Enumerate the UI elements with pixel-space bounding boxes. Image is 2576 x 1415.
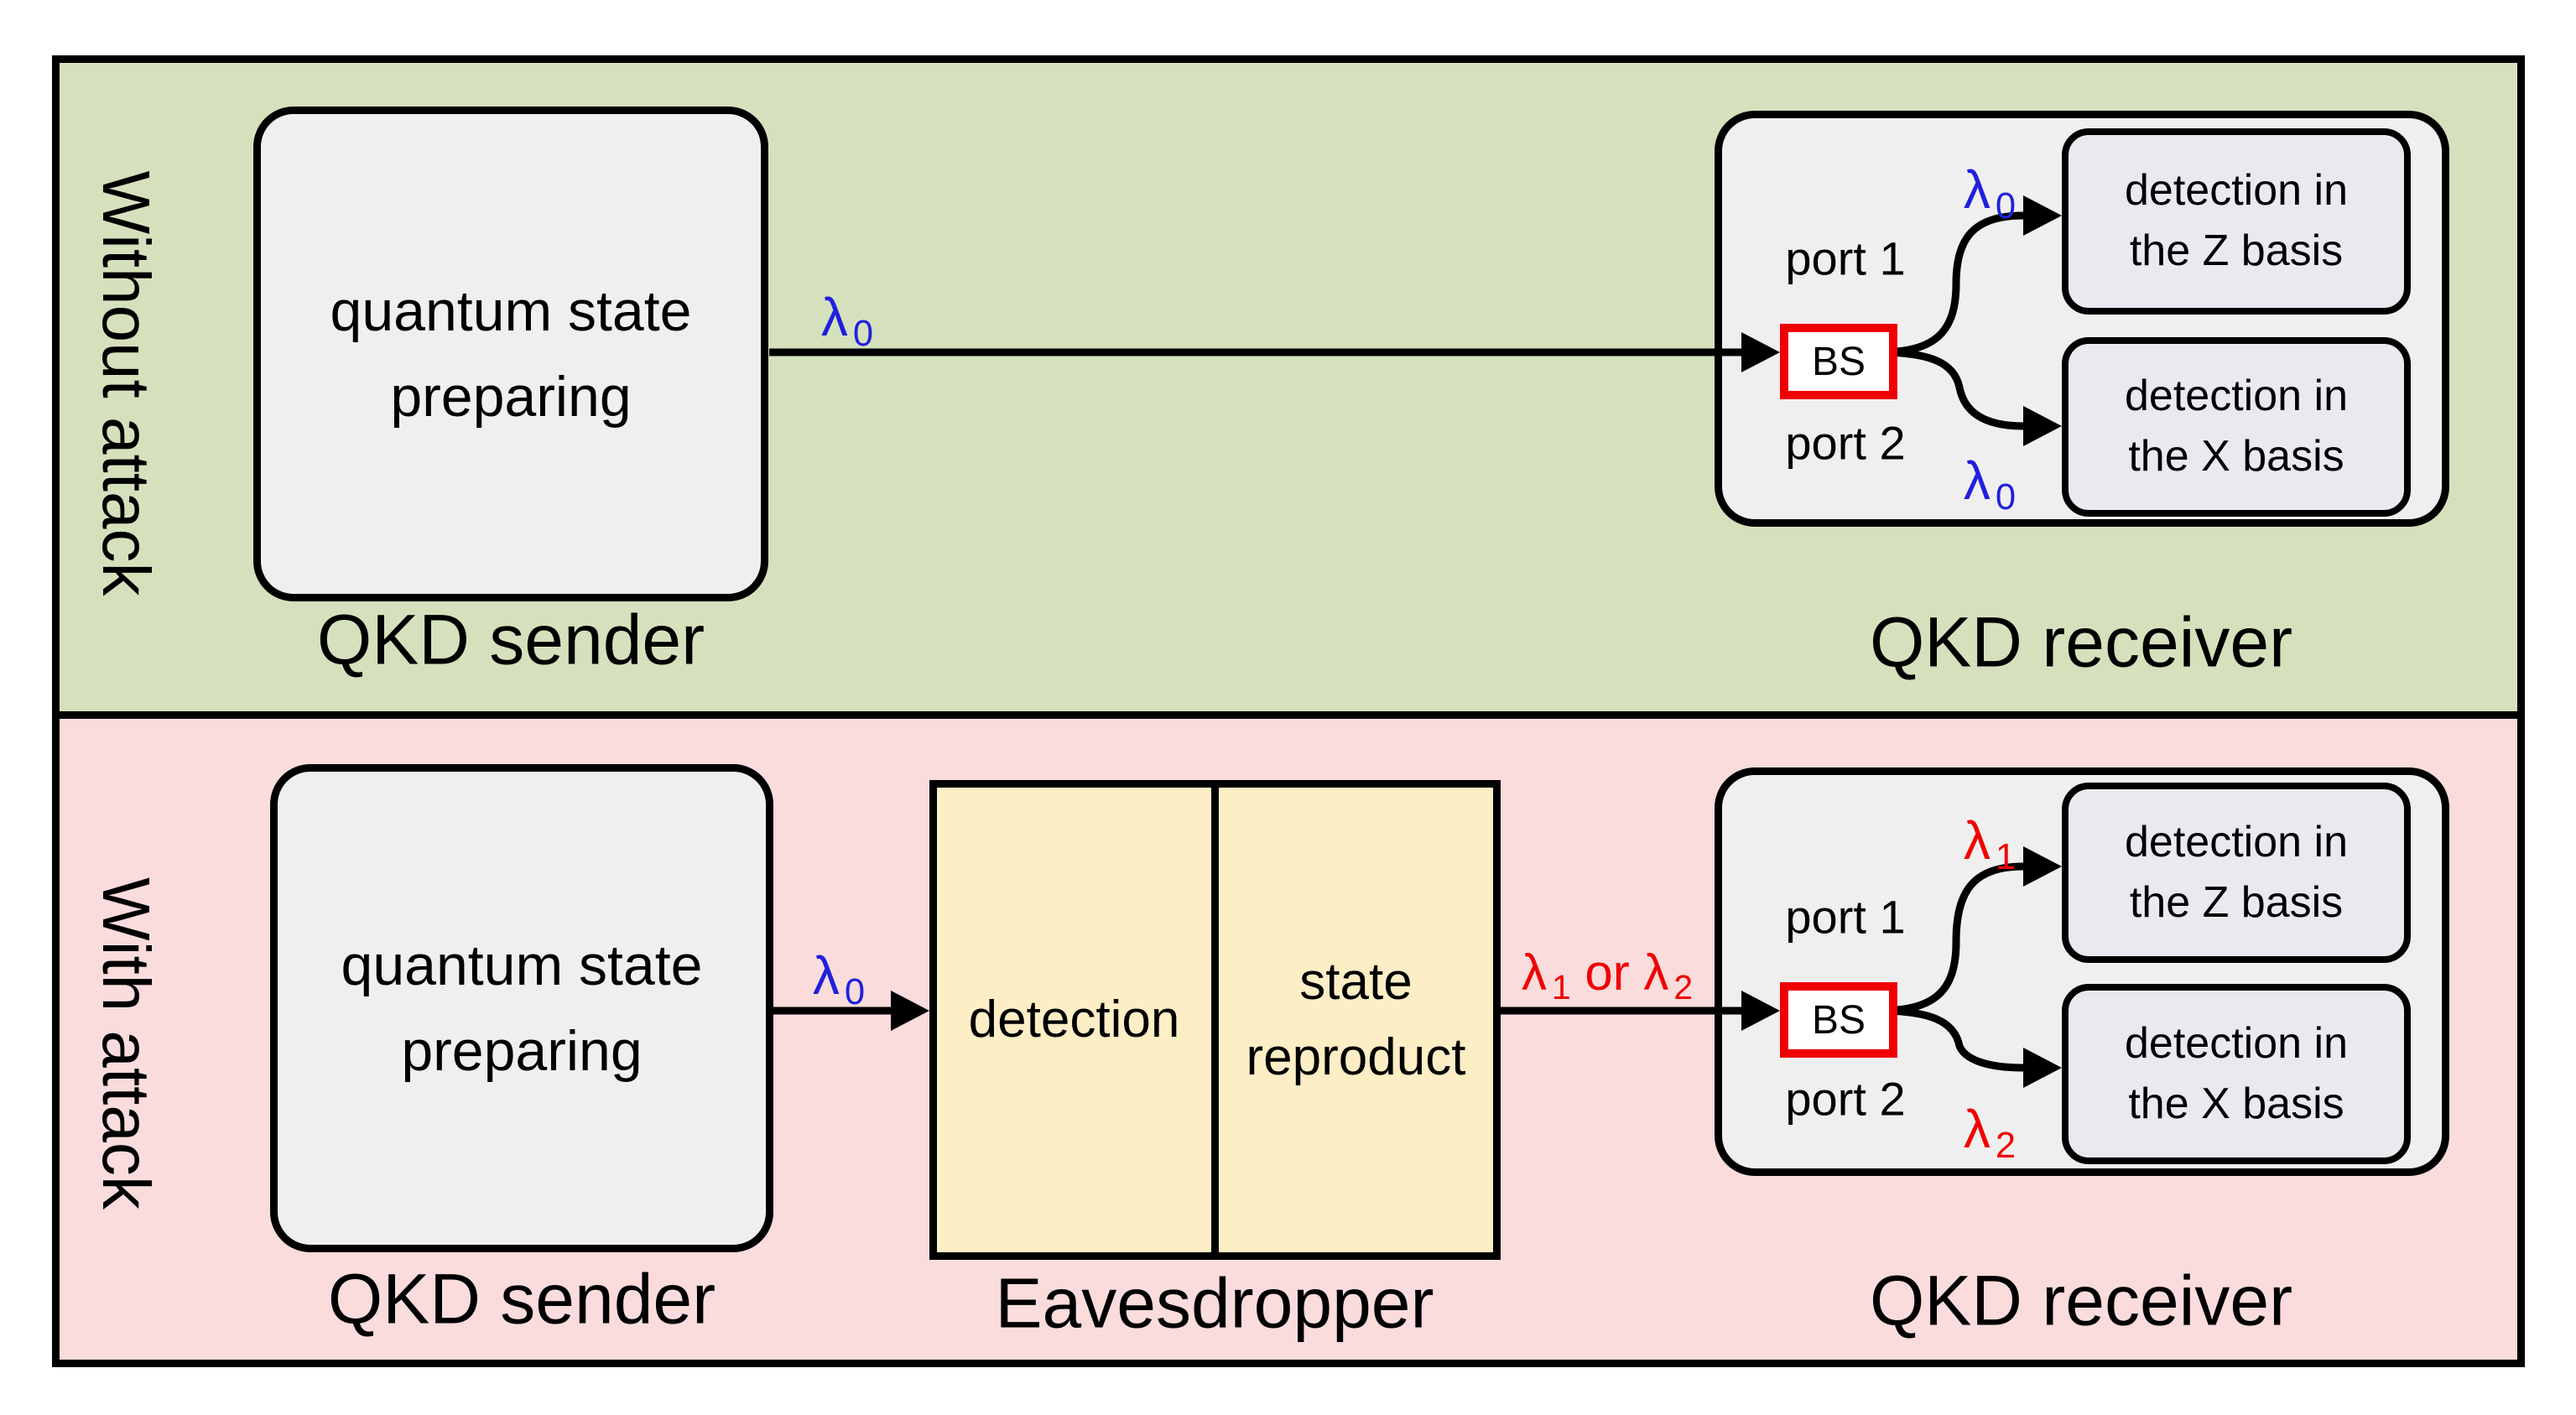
port-1-label-attack: port 1	[1785, 890, 1906, 944]
eavesdropper-reproduce-cell: state reproduct	[1219, 788, 1493, 1252]
eavesdropper-caption: Eavesdropper	[995, 1263, 1434, 1343]
channel-arrowhead-attack1	[891, 991, 929, 1031]
eavesdropper-detection-cell: detection	[968, 991, 1180, 1049]
port2-curve-attack	[1878, 1007, 2024, 1072]
port2-arrowhead-attack	[2023, 1048, 2062, 1088]
detector-z-basis-text: detection in the Z basis	[2125, 166, 2348, 275]
qkd-sender-box-attack: quantum state preparing	[270, 764, 773, 1252]
qkd-receiver-caption-attack: QKD receiver	[1869, 1261, 2293, 1340]
qkd-sender-caption-attack: QKD sender	[327, 1259, 716, 1339]
eavesdropper-box: detection state reproduct	[929, 780, 1501, 1260]
detector-x-basis-box-attack: detection in the X basis	[2062, 984, 2411, 1164]
qkd-receiver-caption: QKD receiver	[1869, 602, 2293, 682]
beam-splitter-box-attack: BS	[1780, 982, 1897, 1058]
port-2-label-attack: port 2	[1785, 1072, 1906, 1126]
qkd-sender-box: quantum state preparing	[253, 107, 768, 601]
port2-curve	[1878, 348, 2024, 430]
detector-x-basis-text-attack: detection in the X basis	[2125, 1018, 2348, 1128]
beam-splitter-box: BS	[1780, 324, 1897, 399]
eavesdropper-reproduce-text: state reproduct	[1246, 953, 1466, 1086]
port-1-label: port 1	[1785, 231, 1906, 285]
qkd-sender-text-attack: quantum state preparing	[341, 934, 703, 1083]
detector-z-basis-box: detection in the Z basis	[2062, 128, 2411, 315]
qkd-sender-text: quantum state preparing	[330, 279, 692, 429]
channel-arrowhead-attack2	[1741, 991, 1780, 1031]
port-2-label: port 2	[1785, 416, 1906, 470]
qkd-sender-caption: QKD sender	[316, 600, 705, 679]
eavesdropper-divider	[1211, 788, 1219, 1252]
port1-curve	[1878, 211, 2024, 356]
port2-arrowhead	[2023, 406, 2062, 446]
detector-z-basis-text-attack: detection in the Z basis	[2125, 817, 2348, 927]
port1-arrowhead-attack	[2023, 846, 2062, 887]
channel-arrowhead	[1741, 332, 1780, 372]
detector-x-basis-text: detection in the X basis	[2125, 372, 2348, 481]
detector-z-basis-box-attack: detection in the Z basis	[2062, 783, 2411, 963]
port1-arrowhead	[2023, 195, 2062, 236]
port1-curve-attack	[1878, 862, 2024, 1015]
detector-x-basis-box: detection in the X basis	[2062, 337, 2411, 517]
